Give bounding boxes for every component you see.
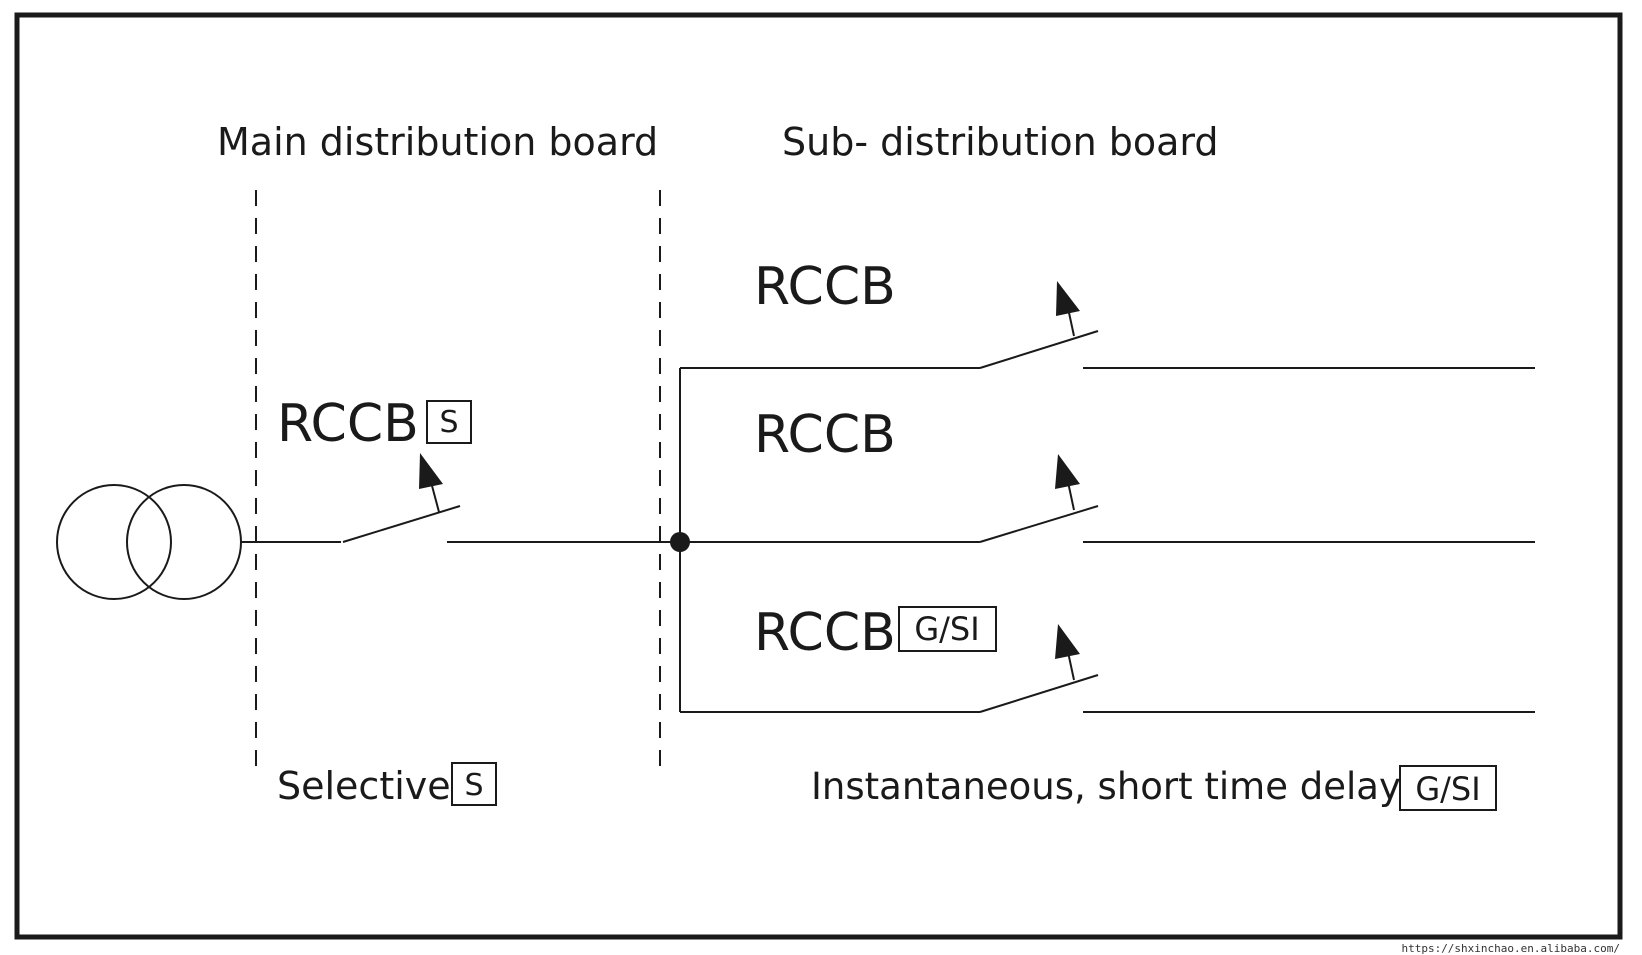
- transformer-secondary-winding: [126, 484, 242, 600]
- main-rccb-tag-box: [426, 400, 472, 444]
- watermark-text: https://shxinchao.en.alibaba.com/: [1401, 942, 1620, 955]
- main-rccb-label: RCCB: [277, 394, 419, 454]
- arrow-shaft-icon: [1067, 481, 1075, 511]
- branch-2: RCCB: [680, 405, 1535, 543]
- switch-blade: [979, 674, 1099, 713]
- branch-3-rccb-label: RCCB: [754, 603, 896, 663]
- sub-board-heading: Sub- distribution board: [782, 120, 1218, 164]
- trip-arrow-icon: [1055, 624, 1080, 659]
- transformer-icon: [56, 484, 242, 600]
- trip-arrow-icon: [1055, 454, 1080, 489]
- arrow-shaft-icon: [430, 481, 440, 513]
- legend-instant-tag: G/SI: [1415, 770, 1480, 808]
- branch-1: RCCB: [680, 257, 1535, 369]
- legend-instant-tag-box: [1399, 765, 1497, 811]
- main-rccb-switch: [342, 453, 461, 543]
- main-board-heading: Main distribution board: [217, 120, 658, 164]
- switch-blade: [979, 505, 1099, 543]
- switch-blade: [342, 505, 461, 543]
- main-rccb-tag: S: [439, 405, 458, 440]
- switch-blade: [979, 330, 1099, 369]
- trip-arrow-icon: [419, 453, 443, 489]
- transformer-primary-winding: [56, 484, 172, 600]
- trip-arrow-icon: [1056, 281, 1080, 316]
- legend-selective-tag-box: [451, 762, 497, 806]
- arrow-shaft-icon: [1067, 651, 1075, 681]
- branch-3: RCCB G/SI: [680, 603, 1535, 713]
- legend-selective-tag: S: [464, 768, 483, 803]
- branch-3-rccb-tag: G/SI: [914, 610, 979, 648]
- legend-selective-text: Selective: [277, 764, 451, 808]
- legend-instant-text: Instantaneous, short time delay: [811, 765, 1401, 808]
- diagram-frame: [14, 12, 1623, 940]
- branch-1-rccb-label: RCCB: [754, 257, 896, 317]
- branch-3-tag-box: [898, 606, 997, 652]
- branch-2-rccb-label: RCCB: [754, 405, 896, 465]
